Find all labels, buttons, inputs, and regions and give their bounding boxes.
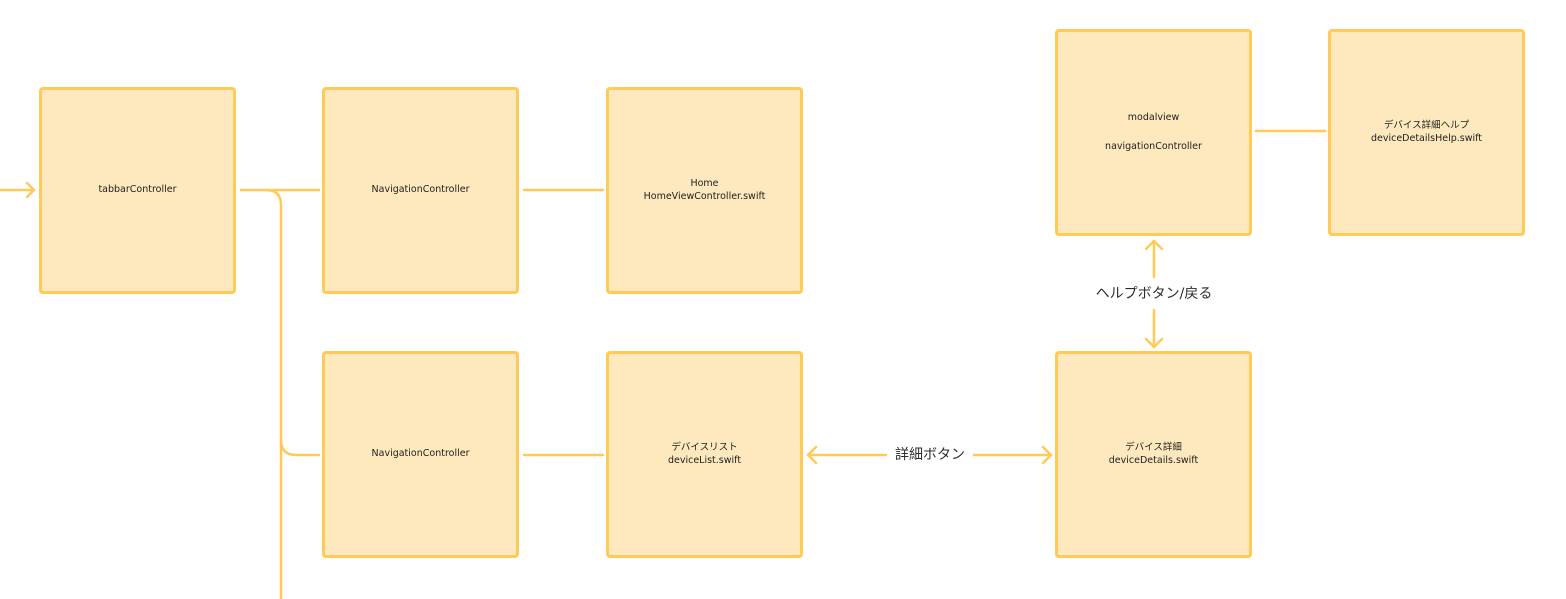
node-device-list-title: デバイスリスト [671,442,738,453]
node-device-details-title: デバイス詳細 [1125,442,1182,453]
node-nav-top-label: NavigationController [371,184,470,196]
node-modal-controller: navigationController [1105,141,1202,152]
node-modal-title: modalview [1127,111,1180,123]
node-navigation-controller-top[interactable]: NavigationController [322,87,519,294]
edge-label-detail-button: 詳細ボタン [893,446,967,464]
edge-label-help-button: ヘルプボタン/戻る [1093,285,1215,303]
help-arrowhead-up [1144,239,1164,251]
node-tabbar-label: tabbarController [98,184,177,196]
node-home-title: Home [690,178,719,189]
help-arrowhead-down [1144,337,1164,349]
node-navigation-controller-bottom[interactable]: NavigationController [322,351,519,558]
node-device-list[interactable]: デバイスリスト deviceList.swift [606,351,803,558]
node-home-file: HomeViewController.swift [643,190,766,202]
node-device-details[interactable]: デバイス詳細 deviceDetails.swift [1055,351,1252,558]
node-device-details-file: deviceDetails.swift [1108,454,1199,466]
node-home[interactable]: Home HomeViewController.swift [606,87,803,294]
node-device-details-help[interactable]: デバイス詳細ヘルプ deviceDetailsHelp.swift [1328,29,1525,236]
branch-to-nav-bottom-connector [279,438,321,457]
node-tabbar-controller[interactable]: tabbarController [39,87,236,294]
detail-arrowhead-right [1041,445,1053,465]
node-device-list-file: deviceList.swift [667,454,742,466]
node-nav-bottom-label: NavigationController [371,448,470,460]
node-help-title: デバイス詳細ヘルプ [1383,120,1470,131]
entry-arrowhead [25,181,36,199]
detail-arrowhead-left [806,445,818,465]
node-help-file: deviceDetailsHelp.swift [1370,132,1483,144]
tabbar-branch-connector [264,188,283,599]
node-modal-navigation[interactable]: modalview navigationController [1055,29,1252,236]
